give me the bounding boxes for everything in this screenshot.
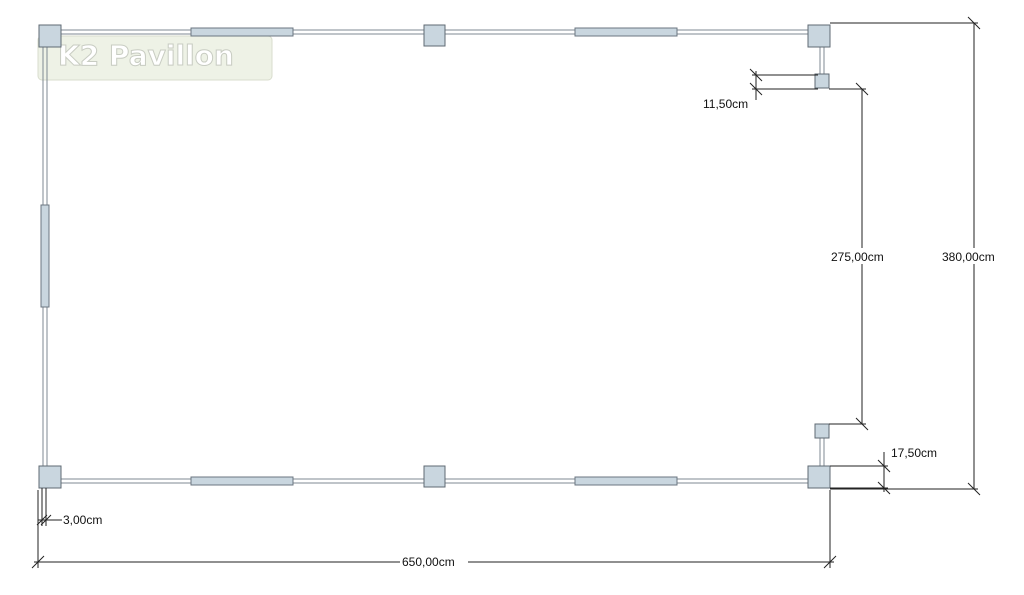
panels: [40, 27, 678, 486]
dimension-label-inner-depth: 275,00cm: [831, 250, 884, 264]
logo-background: [37, 35, 273, 81]
dimension-label-post-offset-top: 11,50cm: [703, 97, 748, 111]
panel-left: [40, 204, 50, 308]
dimension-label-wall-thickness: 3,00cm: [63, 513, 102, 527]
post-top-left: [38, 24, 62, 48]
dimension-post-offset-bottom: 17,50cm: [830, 446, 937, 495]
panel-bottom-2: [574, 476, 678, 486]
dimension-inner-depth: 275,00cm: [829, 82, 897, 431]
panel-top-2: [574, 27, 678, 37]
post-right-upper: [814, 73, 830, 89]
logo-text: K2 Pavillon: [58, 39, 234, 72]
dimension-label-overall-depth: 380,00cm: [942, 250, 995, 264]
panel-top-1: [190, 27, 294, 37]
panel-bottom-1: [190, 476, 294, 486]
dimension-label-overall-width: 650,00cm: [402, 555, 455, 569]
dimension-post-offset-top: 11,50cm: [703, 68, 818, 111]
post-bottom-right: [807, 465, 831, 489]
post-top-middle: [423, 24, 446, 47]
post-bottom-left: [38, 465, 62, 489]
dimension-overall-depth: 380,00cm: [830, 16, 1006, 496]
posts: [38, 24, 831, 489]
dimension-wall-thickness: 3,00cm: [36, 488, 102, 527]
dimension-overall-width: 650,00cm: [31, 490, 837, 570]
logo: K2 Pavillon: [37, 35, 273, 81]
post-top-right: [807, 24, 831, 48]
post-bottom-middle: [423, 465, 446, 488]
dimension-label-post-offset-bottom: 17,50cm: [891, 446, 937, 460]
post-right-lower: [814, 423, 830, 439]
